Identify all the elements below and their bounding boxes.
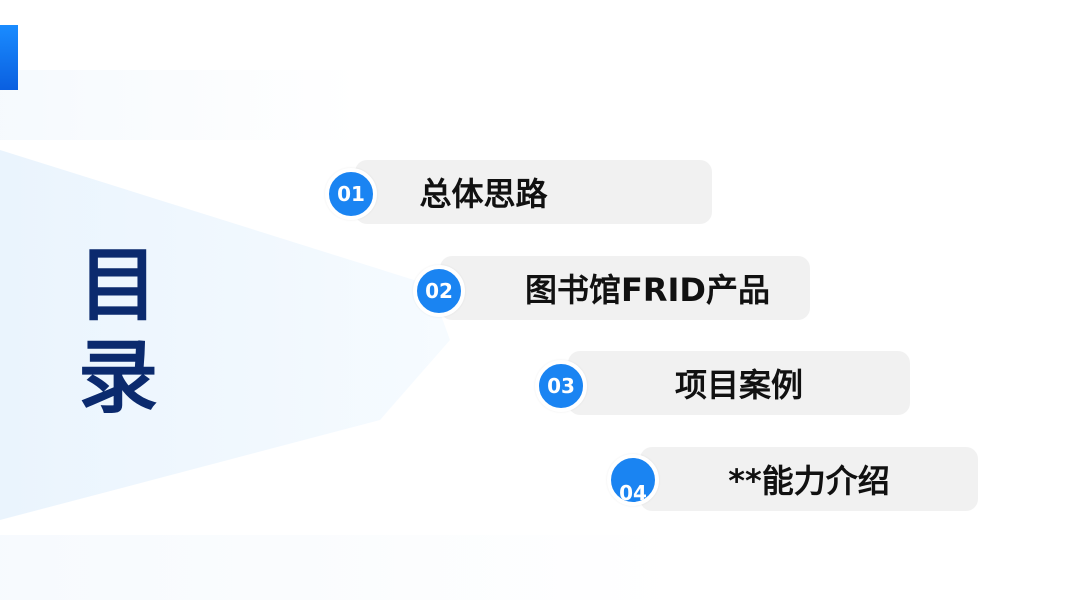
accent-bar [0, 25, 18, 90]
toc-item-label: **能力介绍 [728, 462, 890, 500]
toc-item-1[interactable]: 总体思路 01 [325, 160, 712, 224]
toc-item-label: 图书馆FRID产品 [525, 271, 770, 309]
toc-item-label: 总体思路 [419, 175, 548, 213]
toc-item-number: 01 [325, 168, 377, 220]
toc-item-2[interactable]: 图书馆FRID产品 02 [413, 256, 810, 320]
toc-item-background [355, 160, 712, 224]
page-title: 目录 [78, 239, 158, 424]
toc-item-background [568, 351, 910, 415]
toc-item-4[interactable]: **能力介绍 04 [607, 447, 978, 511]
toc-item-background [440, 256, 810, 320]
toc-item-background [640, 447, 978, 511]
toc-item-label: 项目案例 [674, 366, 803, 404]
toc-item-3[interactable]: 项目案例 03 [535, 351, 910, 415]
toc-item-number: 04 [607, 454, 659, 506]
toc-item-number: 02 [413, 265, 465, 317]
toc-item-number: 03 [535, 360, 587, 412]
